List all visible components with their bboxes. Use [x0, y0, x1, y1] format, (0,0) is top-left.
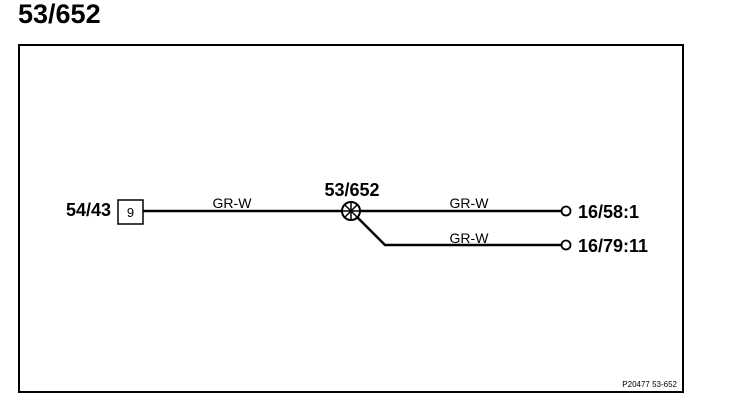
- wire-splice-to-terminal-2: [356, 216, 561, 247]
- splice-label: 53/652: [324, 180, 379, 200]
- terminal-2-icon: [560, 239, 572, 251]
- splice-icon: [341, 201, 361, 221]
- diagram-frame: [18, 44, 684, 393]
- page-title: 53/652: [18, 0, 101, 29]
- source-connector-label: 54/43: [66, 200, 111, 220]
- terminal-1-icon: [560, 205, 572, 217]
- terminal-2-label: 16/79:11: [578, 236, 648, 256]
- reference-code: P20477 53-652: [622, 380, 677, 389]
- wire-label-terminal-1: GR-W: [450, 195, 490, 211]
- pin-box: [117, 199, 144, 225]
- terminal-1-label: 16/58:1: [578, 202, 639, 222]
- pin-number: 9: [127, 205, 134, 220]
- wire-label-source: GR-W: [213, 195, 253, 211]
- wire-label-terminal-2: GR-W: [450, 230, 490, 246]
